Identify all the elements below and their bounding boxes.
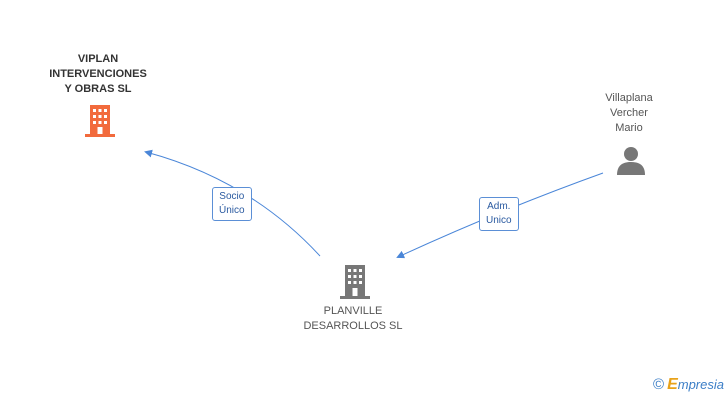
node-viplan-label[interactable]: VIPLAN INTERVENCIONES Y OBRAS SL — [49, 53, 147, 95]
copyright-symbol: © — [653, 376, 665, 393]
brand-name: mpresia — [677, 377, 724, 392]
edge-socio-unico-label[interactable]: Socio Único — [212, 187, 252, 221]
edge-adm-unico-label[interactable]: Adm. Unico — [479, 197, 519, 231]
node-villaplana-label[interactable]: Villaplana Vercher Mario — [605, 92, 653, 134]
person-icon[interactable] — [615, 144, 647, 181]
building-icon[interactable] — [83, 104, 117, 143]
building-icon[interactable] — [338, 264, 372, 305]
empresia-logo: ©Empresia — [653, 376, 724, 394]
brand-initial: E — [667, 376, 678, 393]
node-planville-label[interactable]: PLANVILLE DESARROLLOS SL — [303, 305, 403, 332]
